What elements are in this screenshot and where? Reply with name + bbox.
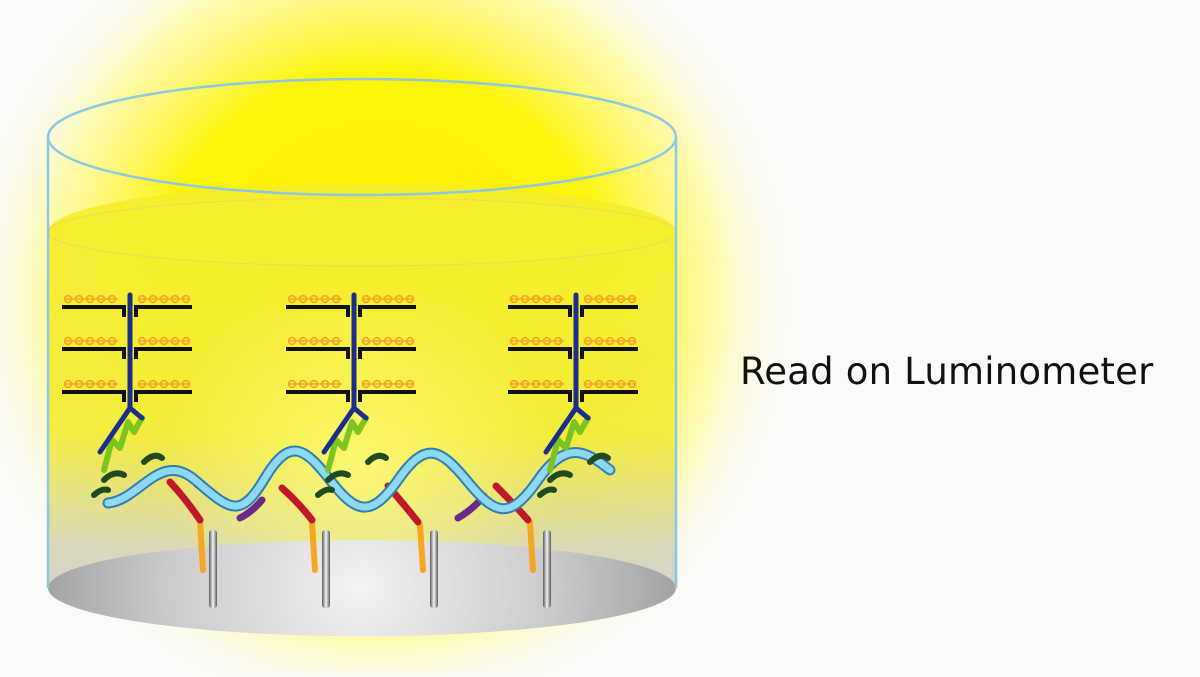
amplifier-trunk-branch xyxy=(351,405,369,421)
target-strand xyxy=(104,447,614,513)
amplifier-arm xyxy=(358,390,416,402)
plate-anchor xyxy=(543,530,551,608)
amplifier-arm xyxy=(358,347,416,359)
liquid-surface xyxy=(47,197,677,267)
amplifier-arm xyxy=(62,347,126,359)
amplifier-arm xyxy=(286,347,350,359)
capture-probe xyxy=(197,517,206,573)
amplifier-arm xyxy=(580,347,638,359)
label-extender xyxy=(91,486,111,498)
amplifier-arm xyxy=(134,347,192,359)
branched-dna-tree xyxy=(508,292,638,498)
capture-probe xyxy=(309,519,318,573)
label-extender xyxy=(547,470,573,483)
amplifier-trunk-branch xyxy=(573,405,591,421)
amplifier-arm xyxy=(580,305,638,317)
preamplifier xyxy=(547,415,591,473)
label-extender xyxy=(325,470,351,483)
amplifier-arm xyxy=(508,390,572,402)
label-extender xyxy=(101,470,127,483)
amplifier-arm xyxy=(286,305,350,317)
amplifier-arm xyxy=(286,390,350,402)
amplifier-arm xyxy=(134,305,192,317)
capture-probes xyxy=(197,517,536,573)
label-extender xyxy=(315,486,335,498)
plate-anchor xyxy=(322,530,330,608)
well-outline xyxy=(46,77,678,588)
amplifier-trunk-branch xyxy=(127,405,145,421)
amplifier-arm xyxy=(62,305,126,317)
capture-extender xyxy=(166,478,204,524)
amplifier-arm xyxy=(508,347,572,359)
label-extender xyxy=(141,452,165,465)
amplifier-arm xyxy=(62,390,126,402)
capture-extender xyxy=(278,484,316,524)
branched-dna-tree xyxy=(286,292,416,498)
label-extender xyxy=(365,452,389,465)
plate-anchors xyxy=(209,530,551,608)
amplifier-arm xyxy=(134,390,192,402)
label-extender xyxy=(537,486,557,498)
caption-text: Read on Luminometer xyxy=(740,350,1154,393)
capture-probe xyxy=(527,519,536,573)
label-extender xyxy=(587,452,611,465)
amplifier-arm xyxy=(508,305,572,317)
capture-probe xyxy=(417,522,426,573)
branched-dna-tree xyxy=(62,292,192,498)
amplifier-arm xyxy=(358,305,416,317)
preamplifier xyxy=(101,415,145,473)
preamplifier xyxy=(325,415,369,473)
well-floor xyxy=(48,540,676,636)
plate-anchor xyxy=(209,530,217,608)
amplifier-arm xyxy=(580,390,638,402)
branched-dna-trees xyxy=(62,292,638,498)
blocking-probe xyxy=(236,496,266,522)
plate-anchor xyxy=(430,530,438,608)
